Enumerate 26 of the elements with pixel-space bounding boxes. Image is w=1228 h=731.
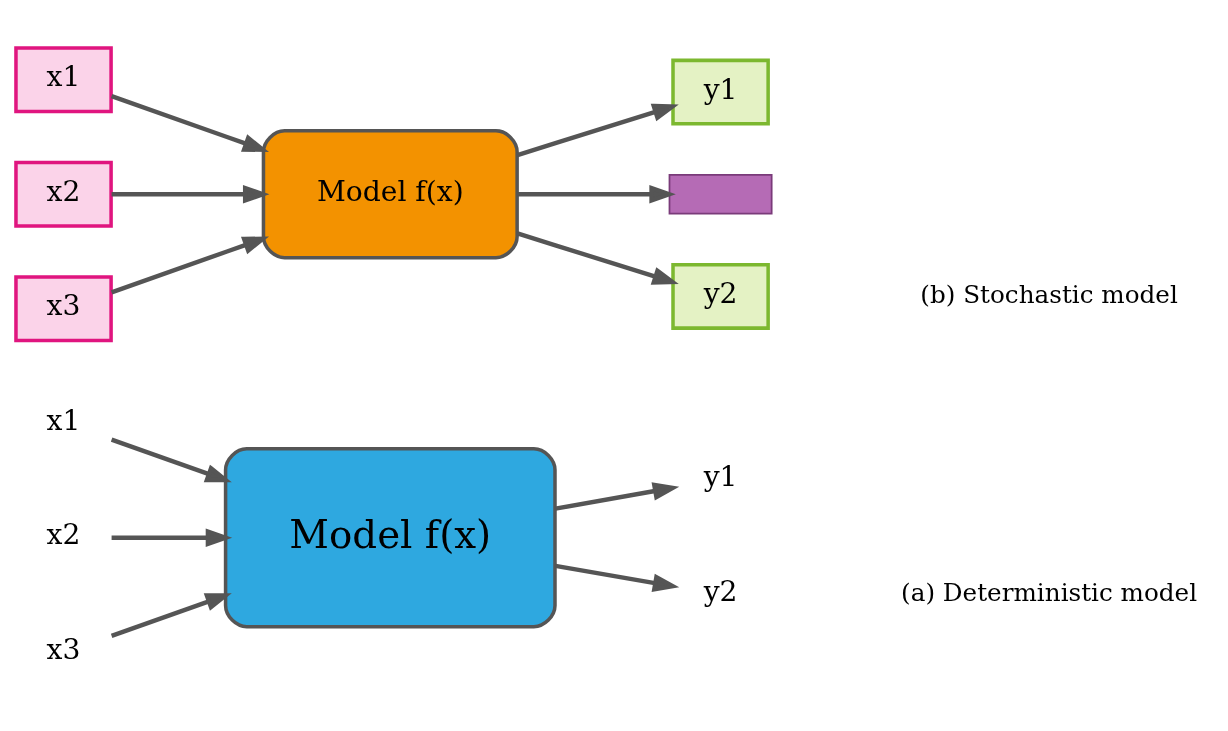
- node-box: y1: [671, 58, 770, 126]
- arrow: [110, 93, 270, 152]
- node-box: x2: [14, 160, 113, 228]
- node-box: x1: [14, 45, 113, 113]
- arrow: [111, 527, 233, 547]
- node-text: x3: [46, 632, 81, 666]
- node-box: Model f(x): [261, 128, 519, 259]
- node-box: [668, 173, 773, 214]
- arrow: [555, 563, 680, 592]
- node-text: y1: [703, 459, 738, 493]
- label: (a) Deterministic model: [901, 577, 1198, 607]
- arrow: [516, 103, 679, 157]
- arrow: [516, 230, 679, 285]
- arrow: [111, 184, 270, 204]
- arrow: [110, 592, 232, 638]
- label: (b) Stochastic model: [920, 279, 1178, 309]
- node-box: y2: [671, 262, 770, 330]
- arrow: [517, 184, 676, 204]
- node-text: y2: [703, 574, 738, 608]
- node-box: x3: [14, 274, 113, 342]
- arrow: [110, 236, 270, 294]
- arrow: [110, 437, 232, 482]
- arrow: [555, 481, 680, 511]
- node-box: Model f(x): [223, 446, 557, 628]
- node-text: x1: [46, 403, 81, 437]
- node-text: x2: [46, 517, 81, 551]
